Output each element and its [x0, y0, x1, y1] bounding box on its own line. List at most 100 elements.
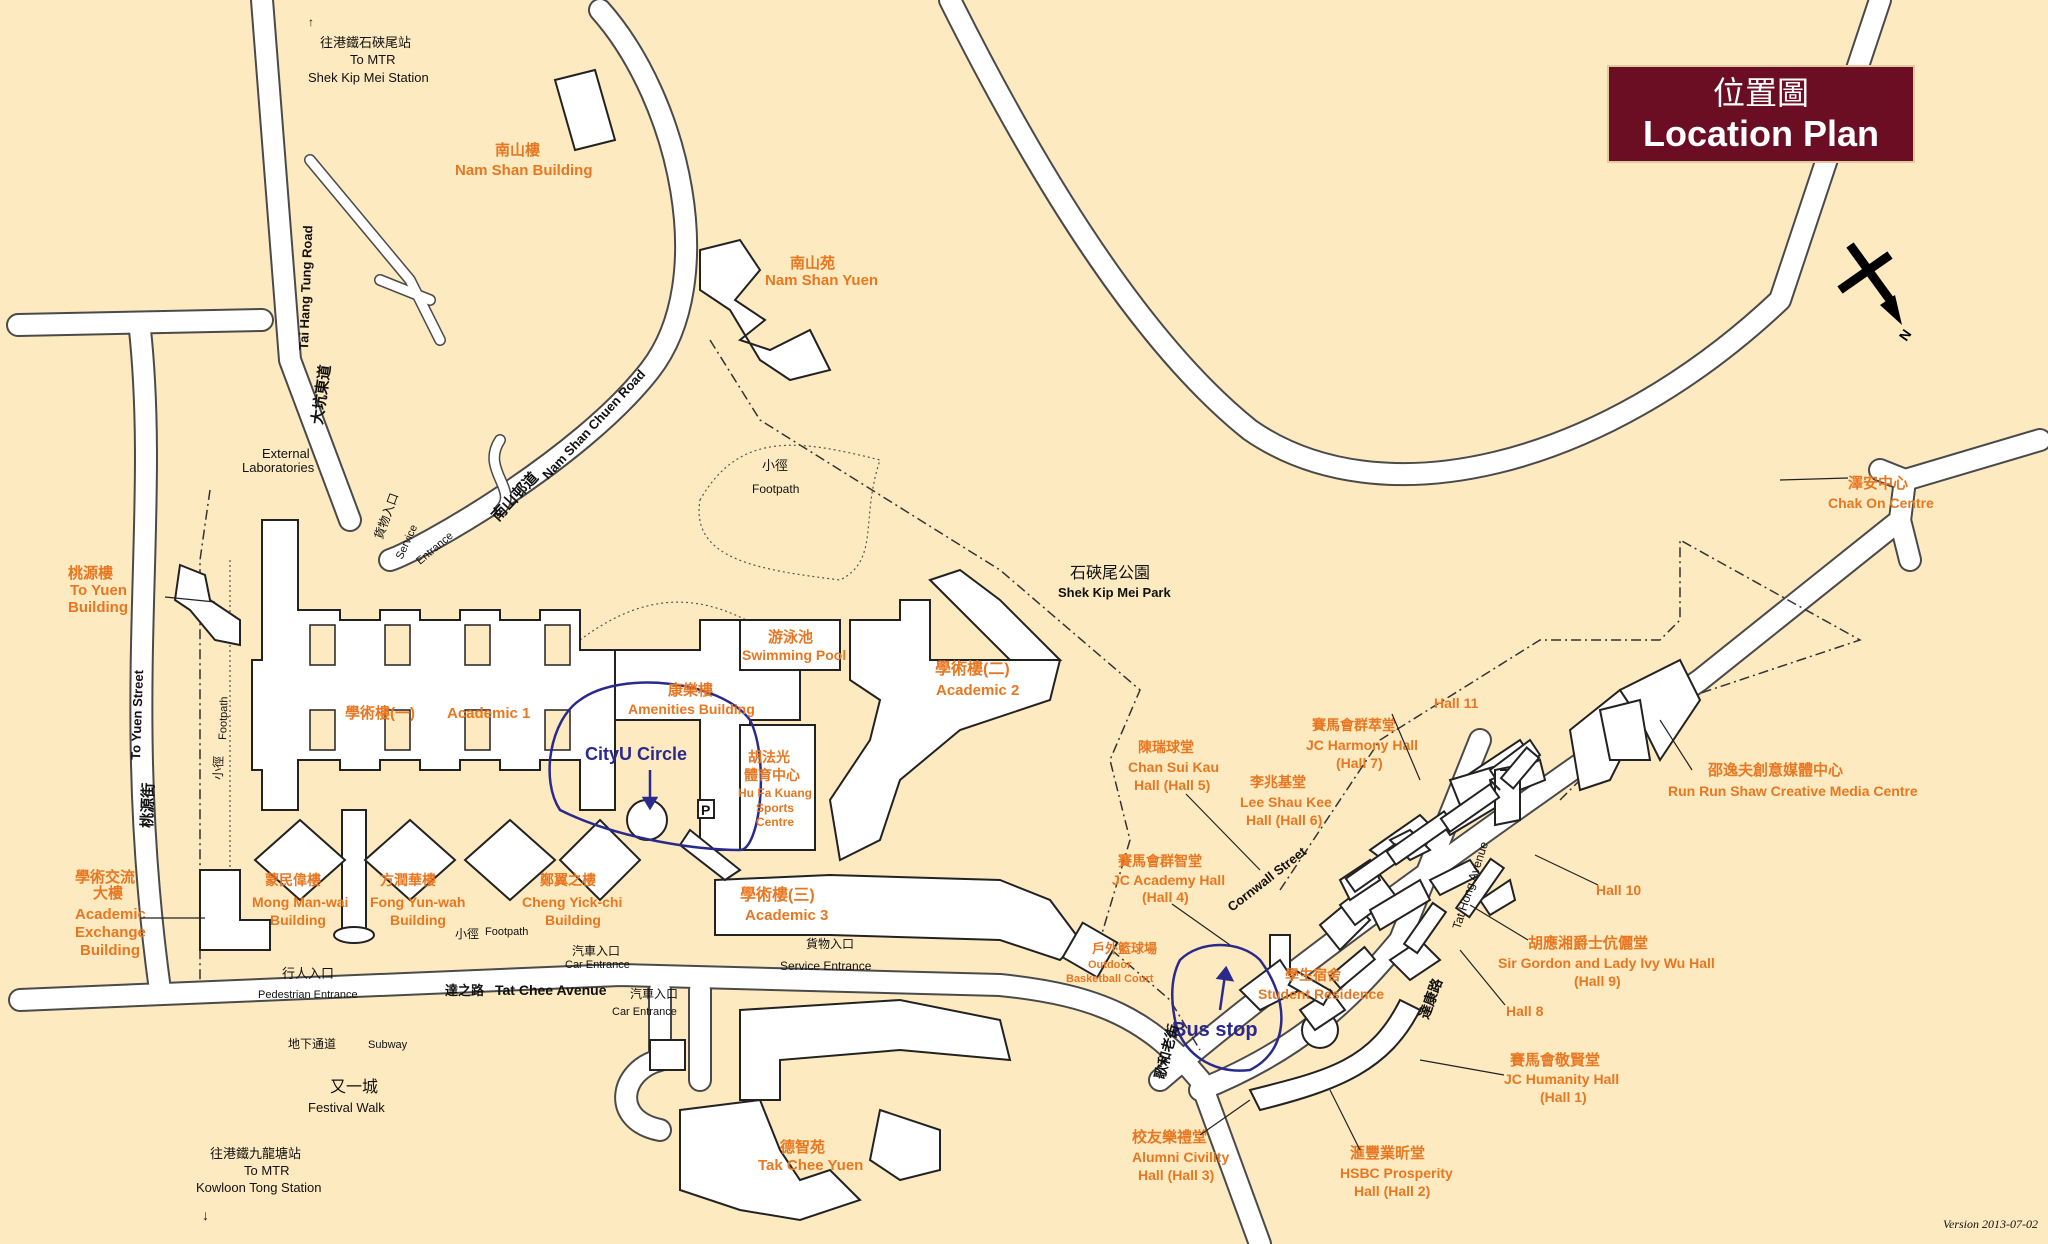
academic-2-zh: 學術樓(二) [935, 659, 1010, 678]
title-en: Location Plan [1642, 113, 1880, 154]
hall-6-zh: 李兆基堂 [1249, 774, 1306, 790]
up-arrow-icon: ↑ [308, 15, 314, 29]
academic-exchange-en2: Exchange [75, 924, 146, 941]
shek-kip-mei-park-en: Shek Kip Mei Park [1058, 585, 1171, 600]
footpath-west-en: Footpath [217, 696, 231, 740]
cheng-yick-chi-en1: Cheng Yick-chi [522, 894, 622, 910]
tai-hang-tung-road-en: Tai Hang Tung Road [296, 225, 315, 350]
run-run-shaw-en: Run Run Shaw Creative Media Centre [1668, 783, 1918, 799]
footpath-south-zh: 小徑 [455, 927, 479, 941]
sports-centre-en2: Sports [756, 801, 794, 815]
fong-yun-wah-en1: Fong Yun-wah [370, 894, 465, 910]
subway-zh: 地下通道 [288, 1037, 336, 1051]
festival-walk-en: Festival Walk [308, 1100, 385, 1115]
pedestrian-entrance-zh: 行人入口 [282, 966, 334, 981]
bus-stop-marker [1171, 943, 1283, 1072]
version-label: Version 2013-07-02 [1943, 1217, 2038, 1231]
to-yuen-building-en1: To Yuen [70, 582, 127, 599]
mong-man-wai-en1: Mong Man-wai [252, 894, 348, 910]
north-arrow-icon: N [1837, 242, 1914, 344]
nam-shan-yuen-zh: 南山苑 [790, 254, 835, 272]
leader-lines [140, 477, 1849, 1151]
tak-chee-yuen-zh: 德智苑 [780, 1138, 825, 1156]
academic-exchange-zh1: 學術交流 [75, 868, 135, 886]
hall-2-en2: Hall (Hall 2) [1354, 1183, 1430, 1199]
hall-6-en2: Hall (Hall 6) [1246, 812, 1322, 828]
academic-1-courtyards [309, 624, 571, 751]
pedestrian-entrance-en: Pedestrian Entrance [258, 989, 358, 1001]
amenities-building-en: Amenities Building [628, 701, 755, 717]
nam-shan-building-zh: 南山樓 [495, 141, 540, 159]
to-mtr-kt-en1: To MTR [244, 1163, 290, 1178]
service-entrance-north-zh: 貨物入口 [371, 491, 402, 541]
fong-yun-wah-en2: Building [390, 912, 446, 928]
hall-4-en2: (Hall 4) [1142, 889, 1189, 905]
nam-shan-building-en: Nam Shan Building [455, 162, 593, 179]
car-entrance-1-zh: 汽車入口 [572, 943, 620, 958]
hall-10-label: Hall 10 [1596, 882, 1641, 898]
hall-7-zh: 賽馬會群萃堂 [1311, 717, 1396, 733]
cityu-circle-label: CityU Circle [585, 744, 687, 764]
sports-centre-zh1: 胡法光 [748, 749, 790, 765]
campus-boundary [199, 339, 1862, 1051]
hall-5-zh: 陳瑞球堂 [1138, 739, 1194, 755]
hall-3-en2: Hall (Hall 3) [1138, 1167, 1214, 1183]
parking-icon: P [701, 802, 710, 818]
mong-man-wai-zh: 蒙民偉樓 [265, 872, 321, 888]
down-arrow-icon: ↓ [202, 1207, 209, 1223]
sports-centre-en1: Hu Fa Kuang [738, 786, 812, 800]
tat-chee-avenue-zh: 達之路 [445, 983, 485, 998]
tat-chee-avenue-en: Tat Chee Avenue [495, 982, 607, 998]
mong-man-wai-en2: Building [270, 912, 326, 928]
location-plan-title-box: 位置圖 Location Plan [1607, 65, 1915, 163]
map-labels: ↑ 往港鐵石硤尾站 To MTR Shek Kip Mei Station 南山… [68, 15, 1934, 1223]
to-mtr-skm-en2: Shek Kip Mei Station [308, 70, 429, 85]
hall-1-zh: 賽馬會敬賢堂 [1509, 1051, 1600, 1069]
hall-5-en2: Hall (Hall 5) [1134, 777, 1210, 793]
blue-annotations [548, 681, 1283, 1072]
hall-4-en1: JC Academy Hall [1112, 872, 1225, 888]
cheng-yick-chi-zh: 鄭翼之樓 [540, 872, 596, 888]
to-yuen-street-zh: 桃源街 [138, 783, 158, 829]
footpath-north-en: Footpath [752, 482, 799, 496]
buildings [173, 68, 1702, 1222]
external-labs-en2: Laboratories [242, 460, 315, 475]
swimming-pool-zh: 游泳池 [768, 628, 813, 646]
cheng-yick-chi-en2: Building [545, 912, 601, 928]
hall-4-zh: 賽馬會群智堂 [1117, 853, 1202, 869]
hall-6-en1: Lee Shau Kee [1240, 794, 1332, 810]
footpath-west-zh: 小徑 [211, 756, 226, 780]
academic-exchange-en3: Building [80, 942, 140, 959]
hall-2-zh: 滙豐業昕堂 [1350, 1144, 1425, 1162]
service-entrance-south-en: Service Entrance [780, 959, 872, 973]
outdoor-basketball-en2: Basketball Court [1066, 973, 1154, 985]
hall-9-en2: (Hall 9) [1574, 973, 1621, 989]
external-labs-en1: External [262, 446, 310, 461]
outdoor-basketball-en1: Outdoor [1088, 959, 1132, 971]
nam-shan-yuen-en: Nam Shan Yuen [765, 272, 878, 289]
nam-shan-chuen-road-en: Nam Shan Chuen Road [539, 367, 648, 482]
outdoor-basketball-zh: 戶外籃球場 [1092, 941, 1157, 956]
hall-9-zh: 胡應湘爵士伉儷堂 [1528, 934, 1648, 952]
academic-1-zh: 學術樓(一) [345, 704, 415, 722]
hall-7-en2: (Hall 7) [1336, 755, 1383, 771]
to-yuen-building-zh: 桃源樓 [68, 564, 113, 582]
swimming-pool-en: Swimming Pool [742, 647, 846, 663]
hall-2-en1: HSBC Prosperity [1340, 1165, 1453, 1181]
chak-on-centre-zh: 澤安中心 [1848, 474, 1908, 492]
hall-9-en1: Sir Gordon and Lady Ivy Wu Hall [1498, 955, 1715, 971]
cityu-circle-marker [548, 681, 763, 852]
shek-kip-mei-park-zh: 石硤尾公園 [1070, 564, 1150, 582]
tak-chee-yuen-en: Tak Chee Yuen [758, 1157, 863, 1174]
car-entrance-2-zh: 汽車入口 [630, 986, 678, 1001]
hall-8-label: Hall 8 [1506, 1003, 1544, 1019]
to-yuen-street-en: To Yuen Street [128, 669, 146, 760]
footpath-north-zh: 小徑 [762, 458, 788, 473]
sports-centre-zh2: 體育中心 [744, 767, 800, 783]
car-entrance-2-en: Car Entrance [612, 1006, 677, 1018]
student-residence-zh: 學生宿舍 [1285, 967, 1342, 983]
fong-yun-wah-zh: 方潤華樓 [380, 872, 436, 888]
tat-hong-avenue-zh: 達康路 [1416, 975, 1446, 1021]
hall-1-en1: JC Humanity Hall [1504, 1071, 1619, 1087]
